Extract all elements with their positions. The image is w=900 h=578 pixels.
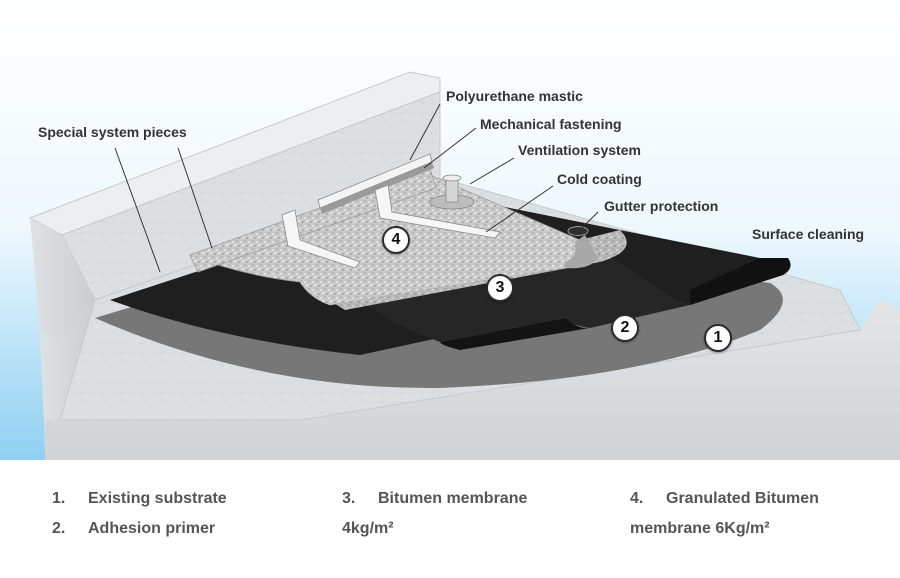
- legend-item-4: 4. Granulated Bitumen: [630, 484, 819, 514]
- leader-gutter: [581, 211, 599, 229]
- callout-surface-cleaning: Surface cleaning: [752, 226, 865, 242]
- legend-item-1-text: Existing substrate: [88, 490, 227, 507]
- special-piece-1: [281, 209, 361, 269]
- bitumen-strip-2: [340, 250, 690, 342]
- badge-2: 2: [611, 314, 639, 342]
- leader-cold-coating: [485, 185, 554, 233]
- bitumen-step-edge: [440, 318, 590, 350]
- special-piece-2: [374, 184, 501, 239]
- legend-item-2-text: Adhesion primer: [88, 520, 216, 537]
- legend-column-3: 4. Granulated Bitumen membrane 6Kg/m²: [630, 484, 819, 544]
- leader-special-pieces: [114, 147, 161, 273]
- fastening-shadow: [320, 162, 434, 214]
- callout-mechanical-fastening: Mechanical fastening: [480, 116, 622, 132]
- legend-item-3-text: Bitumen membrane: [378, 490, 528, 507]
- legend-item-3-number: 3.: [342, 490, 356, 507]
- legend-item-3: 3. Bitumen membrane: [342, 484, 527, 514]
- legend-item-4-text: Granulated Bitumen: [666, 490, 819, 507]
- leader-polyurethane: [409, 103, 441, 161]
- legend-column-2: 3. Bitumen membrane 4kg/m²: [342, 484, 527, 544]
- leader-special-pieces-2: [177, 147, 213, 249]
- layer-legend: 1. Existing substrate 2. Adhesion primer 3…: [0, 460, 900, 578]
- vent-cap: [442, 174, 462, 182]
- legend-item-2: 2. Adhesion primer: [52, 514, 227, 544]
- legend-item-1: 1. Existing substrate: [52, 484, 227, 514]
- vent-pipe: [445, 177, 459, 203]
- callout-polyurethane-mastic: Polyurethane mastic: [446, 88, 583, 104]
- legend-item-2-number: 2.: [52, 520, 66, 537]
- callout-gutter-protection: Gutter protection: [604, 198, 719, 214]
- roof-cutaway-illustration: [0, 0, 900, 460]
- legend-item-3-line-2: 4kg/m²: [342, 520, 394, 537]
- badge-1: 1: [704, 324, 732, 352]
- granulated-curl: [565, 235, 598, 269]
- parapet-end: [30, 218, 95, 340]
- legend-item-4-number: 4.: [630, 490, 644, 507]
- callout-ventilation-system: Ventilation system: [518, 142, 641, 158]
- badge-3: 3: [486, 274, 514, 302]
- callout-special-system-pieces: Special system pieces: [38, 124, 187, 140]
- leader-ventilation: [469, 157, 515, 185]
- callout-cold-coating: Cold coating: [557, 171, 642, 187]
- legend-item-4-line-2: membrane 6Kg/m²: [630, 520, 770, 537]
- badge-4: 4: [382, 226, 410, 254]
- granulated-sheet-2: [300, 230, 627, 310]
- leader-mechanical: [423, 127, 477, 169]
- gutter-outlet: [567, 226, 589, 236]
- bitumen-front-roll: [690, 258, 791, 305]
- legend-column-1: 1. Existing substrate 2. Adhesion primer: [52, 484, 227, 544]
- legend-item-1-number: 1.: [52, 490, 66, 507]
